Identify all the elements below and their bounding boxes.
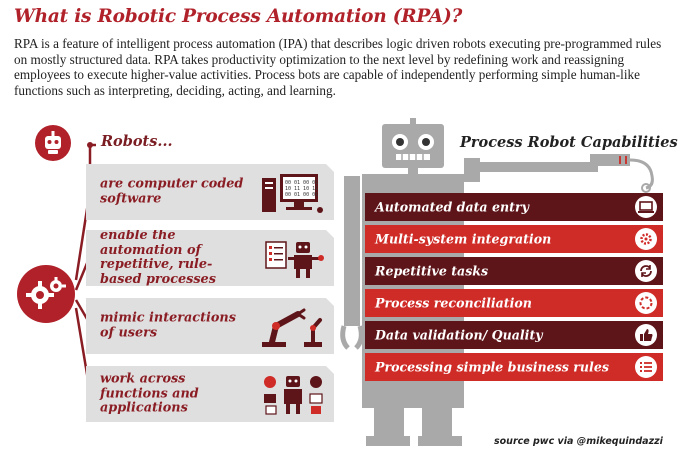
code-line-1: 00 01 00 01 <box>285 180 318 186</box>
robots-heading: Robots... <box>101 133 173 150</box>
robot-head-icon <box>34 124 72 162</box>
page-title: What is Robotic Process Automation (RPA)… <box>14 6 463 27</box>
capability-row: Process reconciliation <box>365 289 663 317</box>
thumbs-up-icon <box>635 324 657 346</box>
capability-label: Automated data entry <box>375 199 529 215</box>
code-line-3: 00 01 00 01 <box>285 192 318 198</box>
feature-text: work across functions and applications <box>100 371 199 416</box>
loading-circle-icon <box>635 292 657 314</box>
feature-text: are computer coded software <box>100 176 244 206</box>
capability-label: Data validation/ Quality <box>375 327 543 343</box>
robotic-arm-icon <box>258 304 328 350</box>
feature-text: enable the automation of repetitive, rul… <box>100 228 216 287</box>
code-line-2: 10 11 10 11 <box>285 186 318 192</box>
capability-row: Repetitive tasks <box>365 257 663 285</box>
intro-paragraph: RPA is a feature of intelligent process … <box>14 36 662 98</box>
robot-checklist-icon <box>258 236 328 282</box>
laptop-icon <box>635 196 657 218</box>
feature-card-functions: work across functions and applications <box>86 366 334 422</box>
robot-functions-icon <box>258 372 328 418</box>
feature-card-automation: enable the automation of repetitive, rul… <box>86 230 334 286</box>
computer-code-icon: 00 01 00 01 10 11 10 11 00 01 00 01 <box>258 170 328 216</box>
refresh-icon <box>635 260 657 282</box>
capability-row: Data validation/ Quality <box>365 321 663 349</box>
capability-row: Multi-system integration <box>365 225 663 253</box>
capability-label: Repetitive tasks <box>375 263 489 279</box>
capability-label: Processing simple business rules <box>375 359 609 375</box>
checklist-icon <box>635 356 657 378</box>
gears-icon <box>16 264 76 324</box>
capability-row: Automated data entry <box>365 193 663 221</box>
feature-card-software: are computer coded software 00 01 00 01 … <box>86 164 334 220</box>
gear-network-icon <box>635 228 657 250</box>
capabilities-heading: Process Robot Capabilities <box>460 134 678 151</box>
source-credit: source pwc via @mikequindazzi <box>494 436 663 447</box>
capability-label: Process reconciliation <box>375 295 532 311</box>
feature-text: mimic interactions of users <box>100 310 236 340</box>
feature-card-mimic: mimic interactions of users <box>86 298 334 354</box>
capability-label: Multi-system integration <box>375 231 552 247</box>
capability-row: Processing simple business rules <box>365 353 663 381</box>
